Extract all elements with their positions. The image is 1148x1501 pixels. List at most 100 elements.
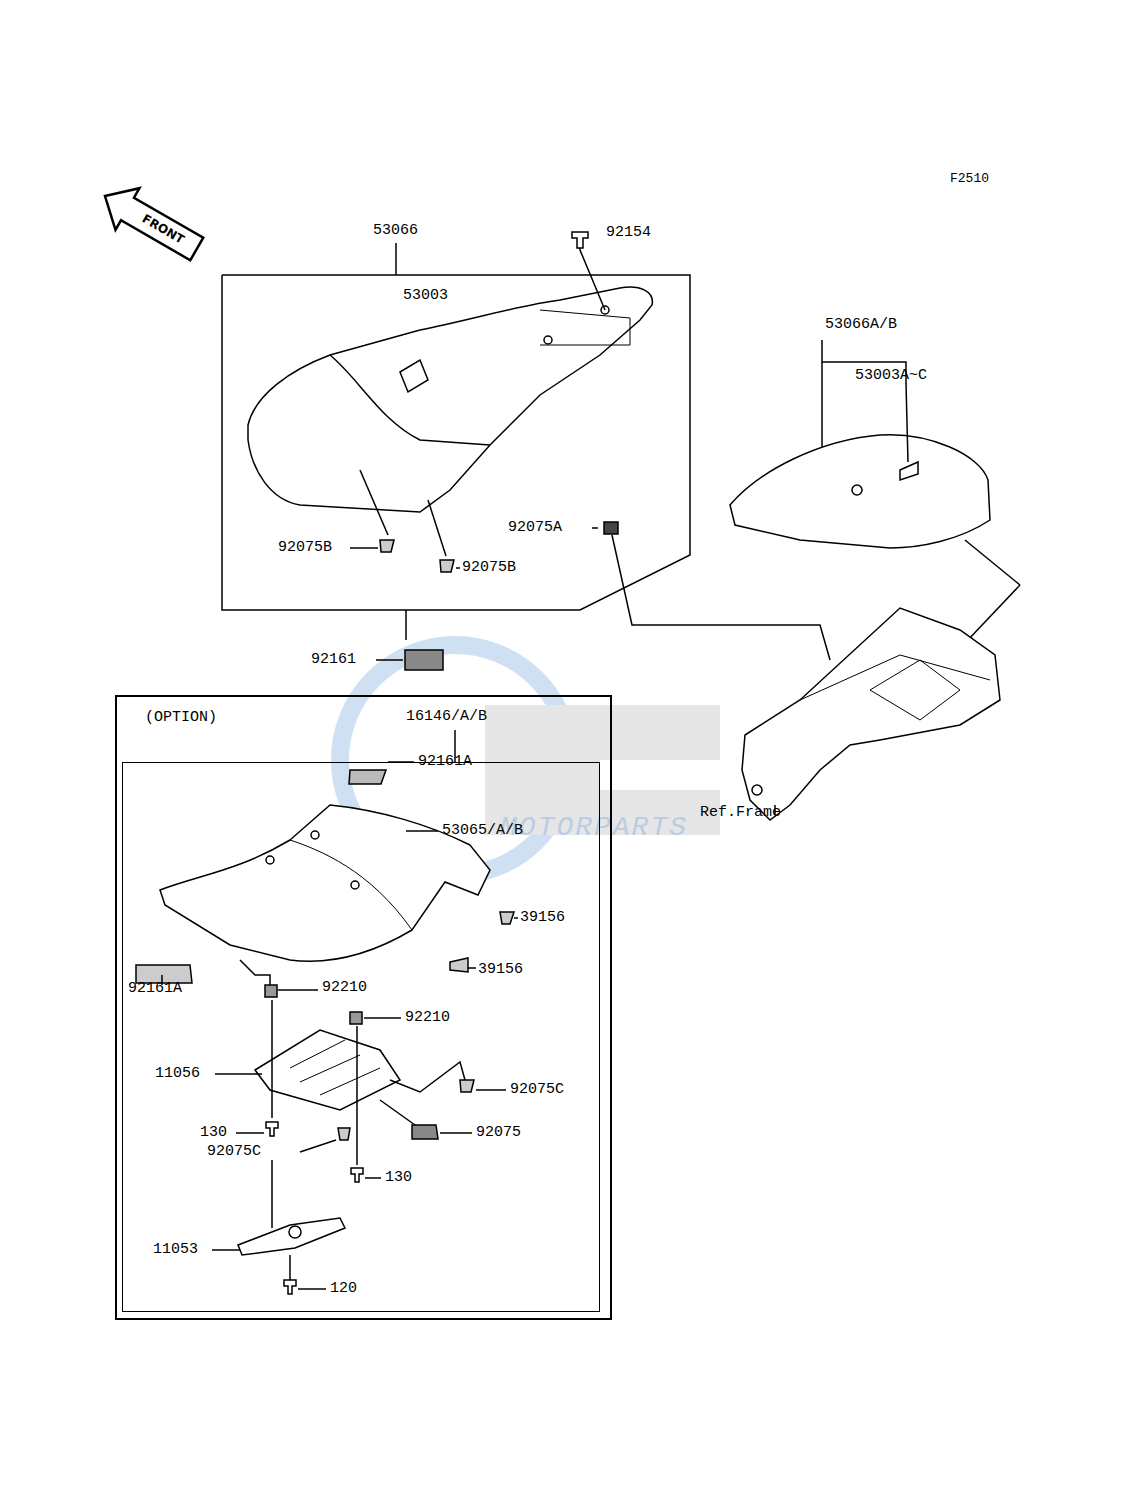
callout-number: Ref.Frame	[700, 804, 781, 822]
leader-line	[468, 967, 476, 969]
leader-line	[364, 1017, 401, 1019]
callout-number: 92161A	[128, 980, 182, 998]
clip-nut	[265, 985, 277, 997]
leader-line	[612, 535, 830, 660]
leader-line	[271, 1160, 273, 1228]
leader-line	[300, 1140, 336, 1152]
callout-number: 11053	[153, 1241, 198, 1259]
leader-line	[271, 1000, 273, 1118]
leader-line	[965, 540, 1020, 585]
leader-line	[360, 470, 388, 535]
callout-number: 120	[330, 1280, 357, 1298]
bolt	[266, 1122, 278, 1136]
leader-line	[289, 1255, 291, 1280]
cowl-hole	[351, 881, 359, 889]
damper	[460, 1080, 474, 1092]
leader-line	[212, 1249, 240, 1251]
callout-number: 130	[385, 1169, 412, 1187]
leader-line	[428, 500, 446, 556]
front-arrow	[93, 175, 209, 270]
plate-hole	[289, 1226, 301, 1238]
screw	[572, 232, 588, 248]
clip-nut	[350, 1012, 362, 1024]
frame-opening	[870, 660, 960, 720]
bracket-slot	[290, 1040, 380, 1095]
box-heading: (OPTION)	[145, 709, 217, 727]
seat-hole	[544, 336, 552, 344]
leader-line	[390, 1062, 465, 1092]
callout-number: F2510	[950, 171, 989, 187]
cushion	[450, 958, 468, 972]
leader-line	[350, 547, 378, 549]
leader-line	[592, 527, 598, 529]
callout-number: 53003	[403, 287, 448, 305]
box-heading: 16146/A/B	[406, 708, 487, 726]
damper	[338, 1128, 350, 1140]
frame-rail	[800, 655, 990, 700]
leader-line	[514, 917, 518, 919]
leader-line	[240, 960, 270, 985]
leader-line	[236, 1132, 264, 1134]
lock-plate	[238, 1218, 345, 1255]
seat-seam	[330, 355, 490, 445]
callout-number: 11056	[155, 1065, 200, 1083]
seat-tab	[900, 462, 918, 480]
callout-number: 92075B	[278, 539, 332, 557]
cowl-edge	[290, 840, 412, 930]
frame-hole	[752, 785, 762, 795]
cushion	[500, 912, 514, 924]
leader-line	[356, 1026, 358, 1165]
grommet	[604, 522, 618, 534]
leader-line	[906, 383, 908, 462]
pad	[405, 650, 443, 670]
leader-line	[440, 1132, 472, 1134]
rear-seat	[730, 435, 990, 548]
leader-line	[215, 1073, 262, 1075]
rear-frame	[742, 608, 1000, 820]
callout-number: 53066A/B	[825, 316, 897, 334]
watermark: MOTORPARTS	[500, 812, 688, 843]
callout-number: 92075C	[510, 1081, 564, 1099]
option-kit-box: 16146/A/B	[122, 762, 600, 1312]
callout-number: 130	[200, 1124, 227, 1142]
leader-line	[380, 1100, 415, 1125]
callout-number: 53003A~C	[855, 367, 927, 385]
leader-line	[406, 830, 438, 832]
option-box: (OPTION) 16146/A/B	[115, 695, 612, 1320]
leader-line	[821, 362, 823, 455]
callout-number: 92075B	[462, 559, 516, 577]
callout-number: 39156	[478, 961, 523, 979]
pad	[349, 770, 386, 784]
leader-line	[580, 240, 605, 310]
seat-bracket	[540, 310, 630, 345]
leader-line	[376, 659, 403, 661]
callout-number: 92210	[405, 1009, 450, 1027]
callout-number: 53066	[373, 222, 418, 240]
cowl-hole	[311, 831, 319, 839]
bolt	[351, 1168, 363, 1182]
cowl-hole	[266, 856, 274, 864]
bolt	[284, 1280, 296, 1294]
leader-line	[298, 1288, 326, 1290]
callout-number: 39156	[520, 909, 565, 927]
front-seat	[248, 287, 652, 512]
callout-number: 92154	[606, 224, 651, 242]
callout-number: 53065/A/B	[442, 822, 523, 840]
leader-line	[365, 1177, 381, 1179]
seat-tab	[400, 360, 428, 392]
seat-hole	[852, 485, 862, 495]
leader-line	[476, 1089, 506, 1091]
leader-line	[278, 989, 318, 991]
damper	[440, 560, 454, 572]
callout-number: 92075C	[207, 1143, 261, 1161]
callout-number: 92075	[476, 1124, 521, 1142]
callout-number: 92075A	[508, 519, 562, 537]
seat-bracket	[255, 1030, 400, 1110]
damper	[380, 540, 394, 552]
leader-line	[456, 567, 460, 569]
pad	[412, 1125, 438, 1139]
callout-number: 92161	[311, 651, 356, 669]
seat-cowl	[160, 805, 490, 961]
callout-number: 92210	[322, 979, 367, 997]
